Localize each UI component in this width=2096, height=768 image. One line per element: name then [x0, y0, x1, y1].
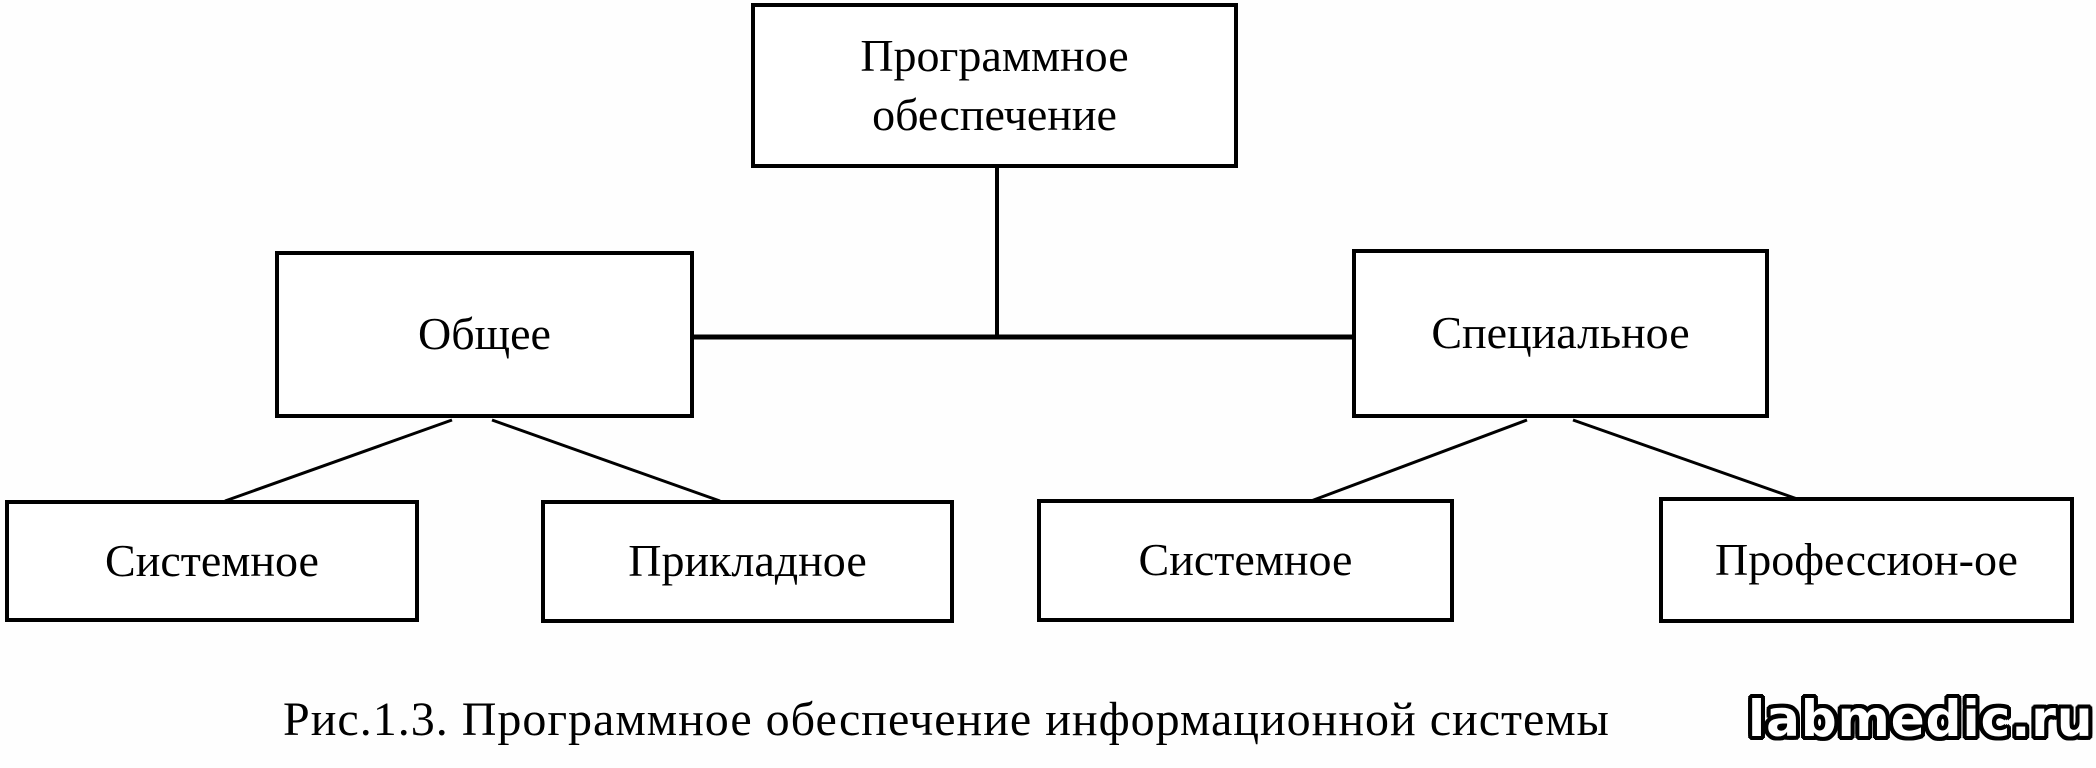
- connector-special-to-system: [1310, 418, 1528, 503]
- node-general-label: Общее: [418, 308, 551, 360]
- node-general: Общее: [275, 251, 694, 418]
- connector-general-to-applied: [491, 418, 721, 503]
- node-applied: Прикладное: [541, 500, 954, 623]
- node-applied-label: Прикладное: [628, 535, 867, 587]
- figure-caption: Рис.1.3. Программное обеспечение информа…: [283, 693, 1610, 746]
- node-system-special: Системное: [1037, 499, 1454, 622]
- connector-special-to-professional: [1572, 418, 1804, 503]
- node-professional: Профессион-ое: [1659, 497, 2074, 623]
- watermark-logo: labmedic.ru: [1748, 690, 2094, 748]
- connector-general-to-system: [224, 418, 453, 503]
- node-software-root: Программное обеспечение: [751, 3, 1238, 168]
- node-system-general-label: Системное: [105, 534, 319, 586]
- node-software-root-label: Программное обеспечение: [860, 29, 1129, 140]
- node-professional-label: Профессион-ое: [1715, 533, 2018, 585]
- node-special-label: Специальное: [1431, 307, 1690, 359]
- node-system-general: Системное: [5, 500, 419, 622]
- node-system-special-label: Системное: [1138, 534, 1353, 586]
- node-special: Специальное: [1352, 249, 1769, 418]
